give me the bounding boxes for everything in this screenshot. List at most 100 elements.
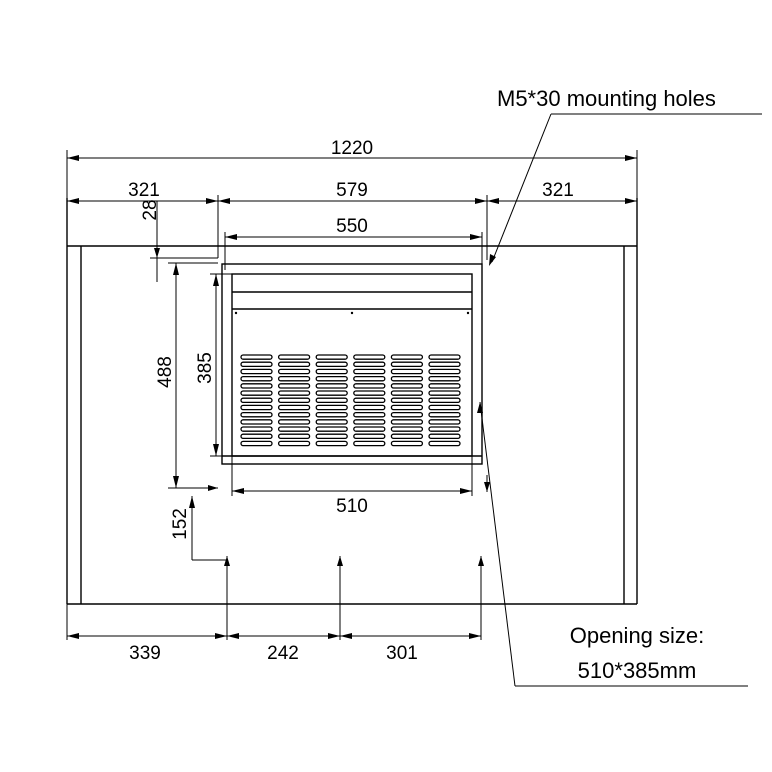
hole-spacing-height-dimension: 488	[155, 262, 218, 491]
vent-slot	[277, 397, 311, 404]
center-width-label: 579	[336, 180, 368, 201]
vent-slot	[390, 390, 424, 396]
vent-slot	[353, 433, 386, 440]
vent-slot	[240, 411, 273, 418]
vent-slot	[315, 433, 348, 440]
vent-slot	[277, 368, 311, 375]
bottom-left-label: 339	[129, 643, 161, 664]
bottom-offset-dimension: 152	[170, 496, 227, 561]
vent-slot	[353, 397, 386, 404]
vent-slot	[428, 354, 461, 360]
vent-slot	[240, 433, 273, 440]
vent-slot	[315, 383, 348, 389]
bottom-middle-label: 242	[267, 643, 299, 664]
top-offsets-dimension: 321 579 321	[67, 180, 637, 260]
vent-slot	[240, 354, 273, 360]
vent-slot	[277, 361, 311, 368]
vent-slot	[277, 404, 311, 411]
vent-slot	[353, 368, 386, 375]
vent-slot	[240, 375, 273, 382]
right-offset-top-label: 321	[542, 180, 574, 201]
vent-slot	[240, 383, 273, 389]
vent-slot	[390, 419, 424, 425]
vent-slot	[353, 411, 386, 418]
vent-slot	[240, 397, 273, 404]
vent-grille	[240, 354, 461, 447]
vent-slot	[428, 426, 461, 432]
vent-slot	[353, 426, 386, 432]
opening-height-dimension: 385	[195, 273, 232, 457]
vent-slot	[428, 411, 461, 418]
vent-slot	[428, 404, 461, 411]
opening-size-note-line2: 510*385mm	[578, 658, 697, 683]
vent-slot	[428, 419, 461, 425]
vent-slot	[353, 383, 386, 389]
vent-slot	[428, 433, 461, 440]
hole-spacing-width-dimension: 550	[224, 216, 483, 270]
vent-slot	[390, 426, 424, 432]
vent-slot	[277, 375, 311, 382]
vent-slot	[315, 397, 348, 404]
vent-slot	[240, 440, 273, 447]
vent-slot	[390, 404, 424, 411]
vent-slot	[428, 390, 461, 396]
vent-slot	[315, 375, 348, 382]
opening-size-note-line1: Opening size:	[570, 623, 705, 648]
vent-slot	[390, 383, 424, 389]
vent-slot	[353, 404, 386, 411]
overall-width-dimension: 1220	[66, 138, 638, 198]
vent-slot	[428, 375, 461, 382]
bottom-dimensions: 339 242 301	[66, 604, 481, 664]
overall-width-label: 1220	[331, 138, 373, 159]
vent-slot	[428, 397, 461, 404]
vent-slot	[315, 426, 348, 432]
vent-slot	[428, 361, 461, 368]
left-offset-top-label: 321	[128, 180, 160, 201]
vent-slot	[390, 361, 424, 368]
vent-slot	[277, 419, 311, 425]
opening-width-dimension: 510	[231, 456, 473, 517]
bottom-mount-lines	[224, 556, 484, 640]
vent-slot	[315, 419, 348, 425]
hole-spacing-width-label: 550	[336, 216, 368, 237]
vent-slot	[277, 383, 311, 389]
vent-slot	[315, 411, 348, 418]
vent-slot	[277, 354, 311, 360]
vent-slot	[315, 440, 348, 447]
vent-slot	[390, 397, 424, 404]
vent-slot	[390, 440, 424, 447]
mounting-holes-leader: M5*30 mounting holes	[489, 86, 762, 266]
vent-slot	[277, 411, 311, 418]
vent-slot	[390, 375, 424, 382]
vent-slot	[277, 440, 311, 447]
vent-slot	[390, 433, 424, 440]
vent-slot	[390, 368, 424, 375]
vent-slot	[390, 354, 424, 360]
vent-slot	[240, 419, 273, 425]
vent-slot	[240, 368, 273, 375]
vent-slot	[277, 426, 311, 432]
opening-width-label: 510	[336, 496, 368, 517]
vent-slot	[315, 404, 348, 411]
vent-slot	[240, 426, 273, 432]
vent-slot	[277, 390, 311, 396]
vent-slot	[240, 390, 273, 396]
vent-slot	[240, 361, 273, 368]
vent-slot	[353, 361, 386, 368]
vent-slot	[353, 375, 386, 382]
vent-slot	[315, 368, 348, 375]
top-gap-label: 28	[140, 199, 161, 220]
vent-slot	[315, 354, 348, 360]
vent-slot	[428, 383, 461, 389]
mounting-holes-note: M5*30 mounting holes	[497, 86, 716, 111]
vent-slot	[277, 433, 311, 440]
hole-spacing-height-label: 488	[155, 356, 176, 388]
vent-slot	[353, 419, 386, 425]
vent-slot	[315, 361, 348, 368]
top-gap-dimension: 28	[140, 199, 218, 282]
vent-slot	[353, 354, 386, 360]
vent-slot	[428, 440, 461, 447]
opening-size-leader: Opening size: 510*385mm	[477, 401, 748, 687]
bottom-offset-label: 152	[170, 508, 191, 540]
